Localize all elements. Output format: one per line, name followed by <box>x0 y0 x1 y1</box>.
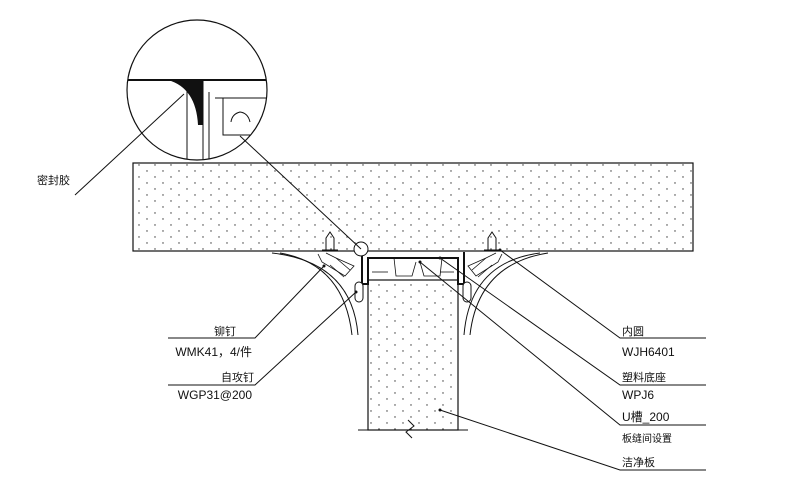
right-cove-profile <box>463 252 549 336</box>
wall-panel <box>358 279 468 439</box>
label-u-channel: U槽_200 <box>622 410 670 424</box>
left-cove-profile <box>271 252 359 336</box>
label-inner-round-code: WJH6401 <box>622 345 675 359</box>
label-panel-joint: 板缝间设置 <box>622 432 672 445</box>
rivet-left <box>322 231 338 251</box>
rivet-right <box>484 231 500 251</box>
label-clean-panel: 洁净板 <box>622 455 655 469</box>
leader-lines <box>74 93 706 471</box>
label-rivet: 铆钉 <box>214 324 236 338</box>
u-channel <box>361 252 465 285</box>
label-self-tapping-screw: 自攻钉 <box>221 370 254 384</box>
label-plastic-base-code: WPJ6 <box>622 388 654 402</box>
label-sealant: 密封胶 <box>37 173 70 187</box>
ceiling-panel <box>132 162 694 252</box>
label-plastic-base: 塑料底座 <box>622 370 666 384</box>
label-screw-code: WGP31@200 <box>178 388 253 402</box>
label-rivet-code: WMK41，4/件 <box>175 345 252 359</box>
magnified-sealant-bubble <box>126 19 362 250</box>
label-inner-round: 内圆 <box>622 324 644 338</box>
screw-right <box>462 281 472 303</box>
